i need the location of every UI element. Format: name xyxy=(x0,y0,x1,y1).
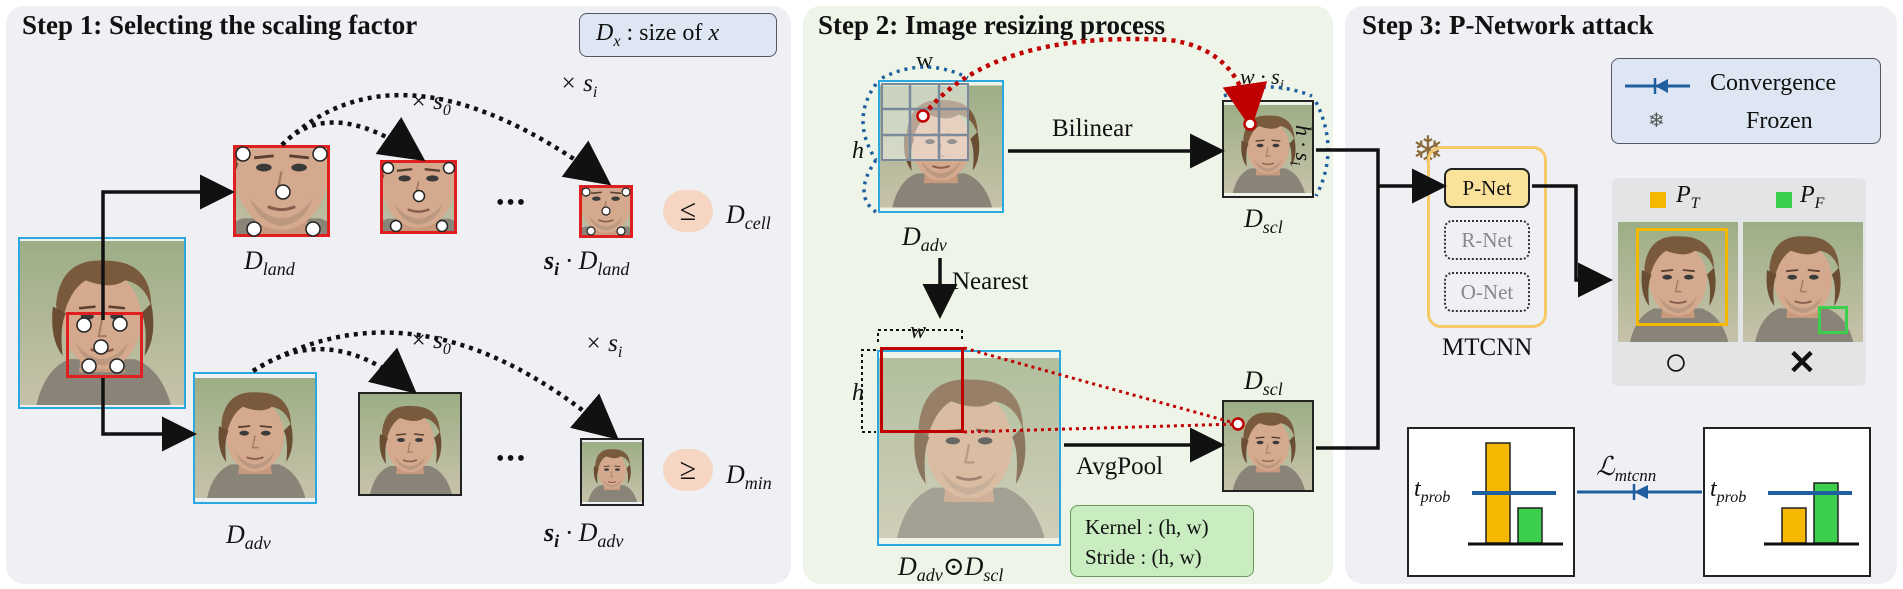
avgpool-d-scl-label: Dscl xyxy=(1244,366,1283,400)
avgpool-d-scl-image xyxy=(1222,400,1314,492)
w-si-label: w · si xyxy=(1240,64,1284,94)
pf-bounding-box xyxy=(1818,306,1848,334)
times-si-label-bottom: × si xyxy=(585,330,623,361)
scaled-adv-image-si xyxy=(580,438,644,506)
times-s0-label-top: × s0 xyxy=(410,88,451,119)
d-cell-label: Dcell xyxy=(726,200,771,234)
t-prob-label-left: tprob xyxy=(1414,476,1451,506)
legend-convergence-label: Convergence xyxy=(1710,70,1837,96)
pnet-box: P-Net xyxy=(1444,168,1530,208)
ellipsis-top: ••• xyxy=(496,190,528,216)
prob-chart-right xyxy=(1703,427,1871,577)
pt-label: PT xyxy=(1676,182,1700,212)
h-label-bottom: h xyxy=(852,380,864,406)
step3-legend-box xyxy=(1611,58,1881,144)
mtcnn-label: MTCNN xyxy=(1442,334,1533,361)
pt-swatch xyxy=(1650,192,1666,208)
legend-snowflake-icon: ❄ xyxy=(1648,110,1665,132)
step3-title: Step 3: P-Network attack xyxy=(1362,10,1654,40)
h-label-top: h xyxy=(852,138,864,164)
w-label-top: w xyxy=(916,48,934,74)
leq-symbol: ≤ xyxy=(679,194,697,227)
t-prob-label-right: tprob xyxy=(1710,476,1747,506)
geq-badge xyxy=(663,449,713,491)
stride-text: Stride : (h, w) xyxy=(1085,545,1202,569)
avgpool-label: AvgPool xyxy=(1076,453,1164,480)
times-s0-label-bottom: × s0 xyxy=(410,327,451,358)
leq-badge xyxy=(663,190,713,232)
scaled-land-image-si xyxy=(579,185,633,238)
d-adv-image xyxy=(193,372,317,504)
h-si-label: h · si xyxy=(1286,125,1316,166)
nearest-label: Nearest xyxy=(952,268,1029,295)
w-label-bottom: w xyxy=(910,318,927,344)
step2-title: Step 2: Image resizing process xyxy=(818,10,1165,40)
onet-box: O-Net xyxy=(1444,272,1530,312)
pf-label: PF xyxy=(1800,182,1825,212)
d-min-label: Dmin xyxy=(726,460,772,494)
d-land-image xyxy=(233,145,330,237)
rnet-box: R-Net xyxy=(1444,220,1530,260)
pt-bounding-box xyxy=(1636,228,1728,326)
pf-swatch xyxy=(1776,192,1792,208)
si-d-adv-label: si · Dadv xyxy=(544,518,624,552)
geq-symbol: ≥ xyxy=(679,453,697,486)
kernel-text: Kernel : (h, w) xyxy=(1085,515,1209,539)
d-land-label: Dland xyxy=(244,246,295,280)
size-legend-box: Dx : size of x xyxy=(579,13,777,57)
bilinear-d-scl-label: Dscl xyxy=(1244,204,1283,238)
d-adv-label: Dadv xyxy=(226,520,271,554)
landmark-region-box xyxy=(66,312,143,378)
l-mtcnn-label: ℒmtcnn xyxy=(1596,452,1657,486)
cross-wrong-icon: ✕ xyxy=(1787,345,1817,382)
scaled-adv-image-s0 xyxy=(358,392,462,496)
ellipsis-bottom: ••• xyxy=(496,446,528,472)
step2-d-adv-label: Dadv xyxy=(902,222,947,256)
grid-overlay xyxy=(881,83,969,161)
si-d-land-label: si · Dland xyxy=(544,246,630,280)
kernel-window-box xyxy=(880,347,964,433)
legend-frozen-label: Frozen xyxy=(1746,108,1813,134)
times-si-label-top: × si xyxy=(560,70,598,101)
bilinear-label: Bilinear xyxy=(1052,115,1133,142)
kernel-stride-box: Kernel : (h, w) Stride : (h, w) xyxy=(1070,505,1254,577)
scaled-land-image-s0 xyxy=(380,160,457,234)
dadv-odot-dscl-label: Dadv⊙Dscl xyxy=(898,552,1004,586)
circle-correct-icon: ○ xyxy=(1663,339,1689,384)
step1-title: Step 1: Selecting the scaling factor xyxy=(22,10,418,40)
